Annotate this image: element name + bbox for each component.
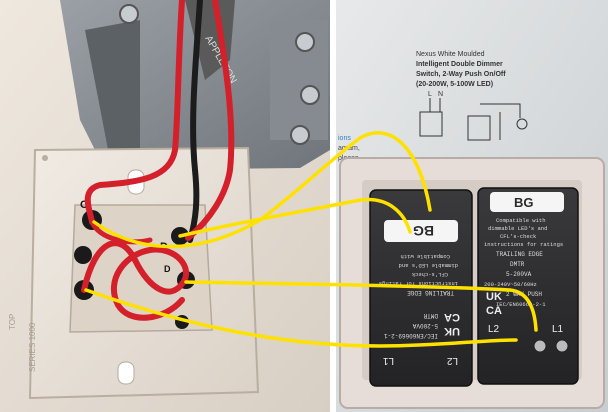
switch-faceplate: TOP SERIES 1000 C D D [8, 146, 260, 400]
backbox-screw [295, 32, 315, 52]
module-terminal-screw [555, 339, 569, 353]
module-text: CFL's-check [411, 271, 448, 278]
module-text: CFL's-check [500, 233, 537, 240]
faceplate-text: SERIES 1000 [28, 322, 37, 372]
bg-logo: BG [514, 195, 534, 210]
module-terminal-label: L1 [382, 355, 394, 366]
module-text: DMTR [510, 261, 525, 268]
backbox-screw-hole [119, 4, 139, 24]
faceplate-text: TOP [8, 314, 17, 330]
terminal-label: C [80, 199, 88, 211]
module-text: TRAILING EDGE [407, 289, 454, 296]
bag-text: Intelligent Double Dimmer [416, 61, 503, 68]
module-text: instructions for ratings [484, 241, 563, 248]
annotation-line [178, 197, 412, 238]
wiring-diagram [419, 98, 528, 141]
module-text: IEC/EN60669-2-1 [384, 332, 438, 339]
red-wire-loop [81, 240, 190, 321]
module-text: TRAILING EDGE [496, 251, 543, 258]
diagram-label: L [428, 91, 432, 98]
module-text: instructions for ratings [379, 280, 458, 287]
faceplate-fixing-hole [117, 361, 135, 385]
module-text: Compatible with [496, 217, 546, 224]
module-mark: CA [486, 305, 502, 317]
bag-text: ions [338, 135, 351, 142]
yellow-annotation-lines [84, 131, 538, 348]
module-terminal-label: L1 [552, 324, 564, 335]
bag-text: (20-200W, 5-100W LED) [416, 81, 493, 88]
module-text: DMTR [423, 312, 438, 319]
bag-text: Nexus White Moulded [416, 51, 485, 58]
faceplate-corner-screw [42, 155, 48, 161]
diagram-label: N [438, 91, 443, 98]
dimmer-module-right: BG Compatible with dimmable LED's and CF… [477, 187, 579, 385]
module-text: 5-200VA [412, 322, 438, 329]
module-text: 5-200VA [506, 271, 532, 278]
annotation-line [84, 288, 518, 348]
bag-text: Switch, 2-Way Push On/Off [416, 71, 506, 78]
annotation-line [184, 280, 538, 332]
red-wire-tail [89, 219, 153, 245]
annotation-line [92, 131, 432, 249]
bg-logo: BG [413, 223, 434, 239]
left-photo: APPLETON TOP SERIES 1000 C D D [0, 0, 330, 412]
module-mark: CA [444, 311, 460, 323]
backbox-screw [290, 125, 310, 145]
terminal-label: D [164, 264, 171, 274]
module-text: 200-240V~50/60Hz [484, 281, 537, 288]
module-mark: UK [486, 291, 502, 303]
red-wire [185, 0, 235, 241]
right-photo: Nexus White Moulded Intelligent Double D… [336, 0, 608, 412]
terminal-screw [74, 246, 92, 264]
black-wire [187, 0, 203, 243]
module-mark: UK [444, 325, 460, 337]
module-text: IEC/EN60669-2-1 [496, 301, 546, 308]
red-wire [84, 0, 185, 225]
module-text: dimmable LED's and [399, 262, 458, 269]
module-terminal-label: L2 [446, 355, 458, 366]
backbox-screw [300, 85, 320, 105]
module-text: dimmable LED's and [488, 225, 547, 232]
module-terminal-screw [533, 339, 547, 353]
module-text: Compatible with [400, 253, 450, 260]
module-terminal-label: L2 [488, 324, 500, 335]
